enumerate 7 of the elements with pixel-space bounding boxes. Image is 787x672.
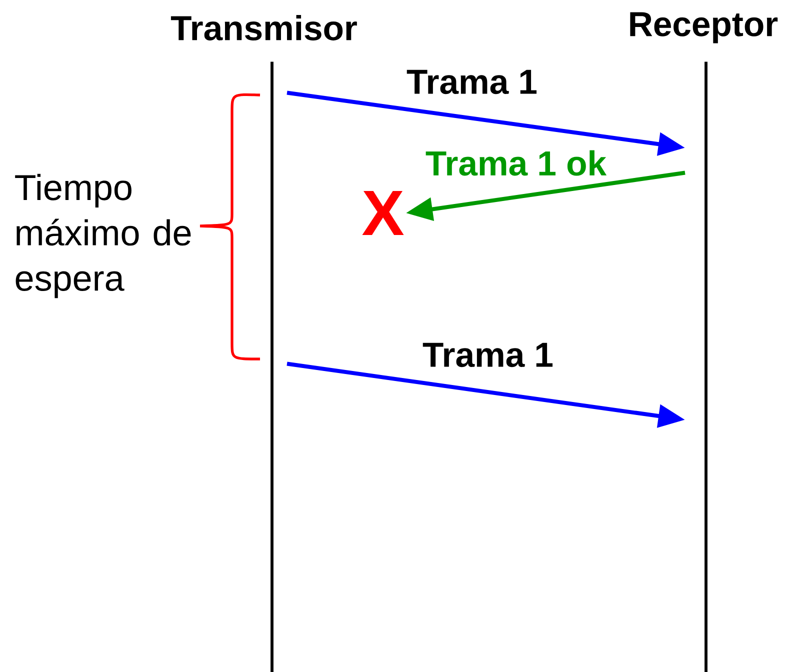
lifeline-header: Receptor [630, 12, 778, 44]
edge-label: Trama 1 ok [424, 148, 608, 178]
edge-label: Trama 1 [405, 68, 539, 96]
note-text: Tiempo máximo de espera [15, 174, 191, 298]
cross-mark: X [362, 190, 404, 236]
lifeline-header: Transmisor [170, 15, 357, 40]
edge-label: Trama 1 [421, 342, 555, 368]
